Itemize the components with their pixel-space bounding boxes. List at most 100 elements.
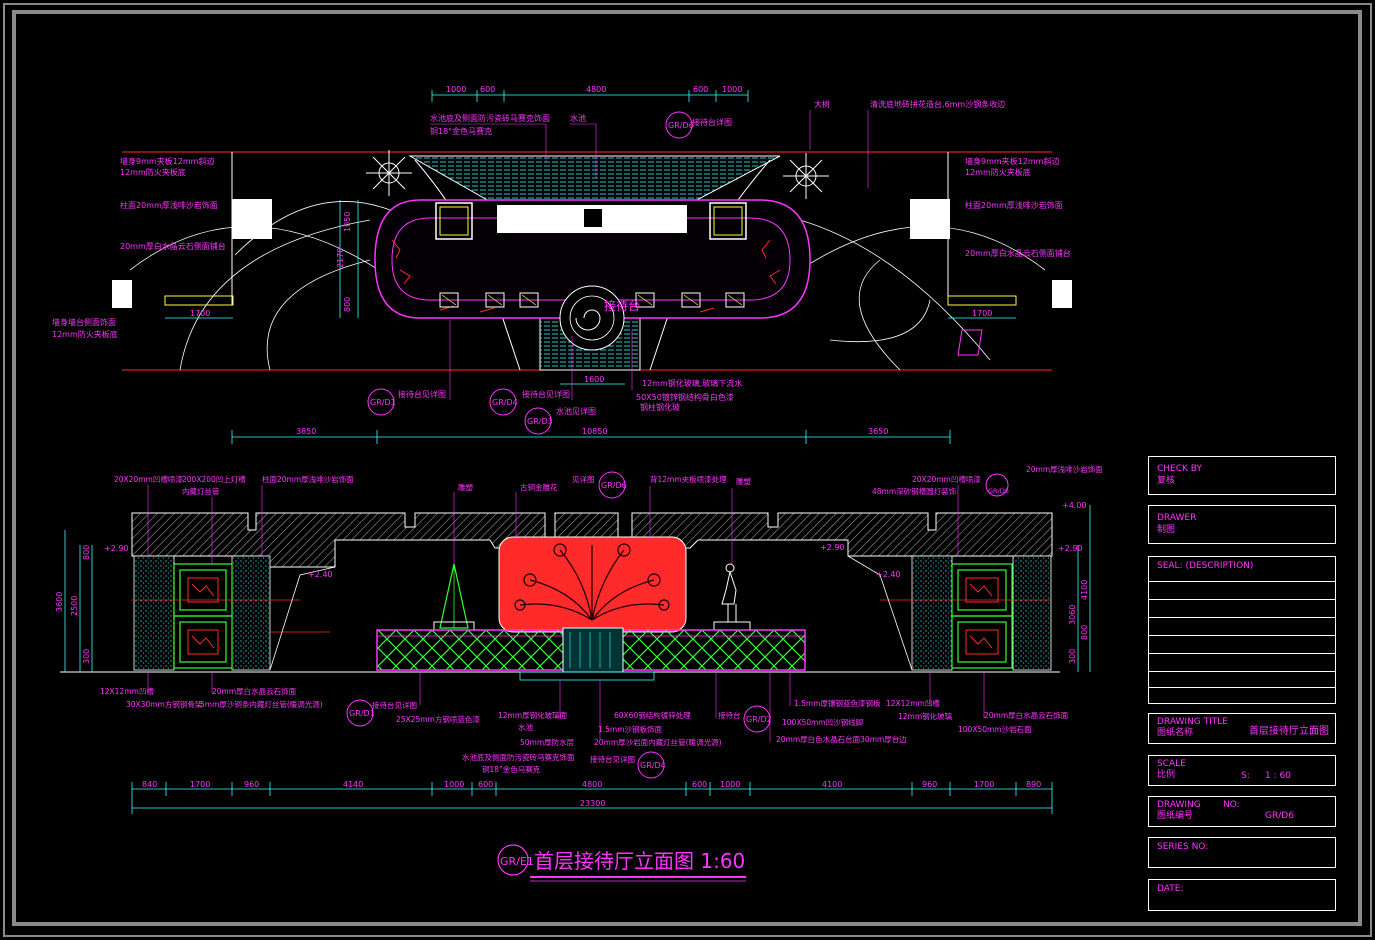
elev-note: 见详图: [572, 474, 595, 484]
drawing-title-label: DRAWING TITLE: [1157, 717, 1228, 727]
scale-label-cn: 比例: [1157, 770, 1176, 780]
elev-note: 1.5mm厚镶钢蓝色漆钢板: [794, 698, 881, 708]
drawer-label-cn: 制图: [1157, 525, 1176, 535]
plan-note: 12mm防火夹板底: [120, 167, 186, 177]
elev-level: +2.90: [820, 543, 845, 552]
elev-total-dim: 23300: [580, 799, 605, 808]
plan-vdim-3: 800: [343, 297, 352, 312]
elev-note: 50mm厚防水层: [520, 737, 575, 747]
elev-tag: GR/D2: [746, 715, 772, 724]
elev-note: 20X20mm凹槽喷漆: [114, 474, 183, 484]
elev-note: 水池: [518, 722, 533, 732]
date-box: DATE:: [1148, 879, 1336, 911]
scale-label: SCALE: [1157, 759, 1186, 769]
elev-note: 铜18°金色马赛克: [482, 764, 541, 774]
elev-bottom-dim: 600: [478, 780, 493, 789]
elev-hdim-right: 300: [1068, 649, 1077, 664]
elev-bottom-dim: 1700: [190, 780, 210, 789]
drawing-no-value: GR/D6: [1265, 811, 1294, 821]
elev-bottom-dim: 890: [1026, 780, 1041, 789]
tree-icon: [783, 153, 829, 199]
drawing-title-value: 首层接待厅立面图: [1249, 726, 1329, 737]
plan-bottom-dim-1: 3850: [296, 427, 316, 436]
elev-level: +4.00: [1062, 501, 1087, 510]
plan-note: 钢柱钢化玻: [640, 402, 680, 412]
plan-tag: GR/D6: [668, 121, 694, 130]
plan-note: 墙身9mm夹板12mm斜边: [120, 156, 214, 166]
seal-box: SEAL: (DESCRIPTION): [1148, 556, 1336, 704]
elev-note: 12X12mm凹槽: [100, 686, 154, 696]
elev-bottom-dim: 1000: [720, 780, 740, 789]
series-no-box: SERIES NO:: [1148, 837, 1336, 868]
elev-bottom-dim: 1000: [444, 780, 464, 789]
scale-box: SCALE 比例 S: 1 : 60: [1148, 755, 1336, 786]
plan-top-dim-5: 1000: [722, 85, 742, 94]
elev-note: 20mm厚沙岩面内藏灯丝管(暖调光源): [594, 737, 722, 747]
elev-note: 古铜金雕花: [520, 482, 558, 492]
plan-note: 水池底及侧面防污瓷砖马赛克饰面: [430, 113, 550, 123]
plan-note: 12mm防火夹板底: [52, 329, 118, 339]
plan-note: 水池见详图: [556, 406, 596, 416]
elev-level: +2.90: [104, 544, 129, 553]
drawer-box: DRAWER 制图: [1148, 505, 1336, 544]
outer-frame: [3, 3, 1372, 937]
elev-hdim-right: 3060: [1068, 605, 1077, 625]
plan-note: 20mm厚白水晶云石侧面铺台: [965, 248, 1071, 258]
plan-note: 大树: [814, 99, 830, 109]
elev-note: 内藏灯丝管: [182, 486, 220, 496]
plan-side-dim-left: 1700: [190, 309, 210, 318]
plan-note: 水池: [570, 113, 586, 123]
elev-note: 接待台见详图: [372, 700, 417, 710]
elev-bottom-dim: 960: [244, 780, 259, 789]
elev-note: 20mm厚白水晶云石饰面: [212, 686, 297, 696]
plan-side-dim-right: 1700: [972, 309, 992, 318]
elev-note: 背12mm夹板喷漆处理: [650, 474, 727, 484]
elev-tag: GR/D6: [601, 481, 627, 490]
elev-note: 12mm钢化玻璃: [898, 711, 953, 721]
elev-note: 20mm厚白色水晶石台面30mm厚台边: [776, 734, 907, 744]
plan-top-dim-2: 600: [480, 85, 495, 94]
elev-note: 100X50mm沙岩石面: [958, 724, 1032, 734]
plan-tag: GR/D4: [492, 398, 518, 407]
elev-note: 200X200凹上灯槽: [182, 474, 246, 484]
elev-note: 20mm厚浅啡沙岩饰面: [1026, 464, 1103, 474]
plan-bottom-dim-3: 3650: [868, 427, 888, 436]
plan-note: 清洗底地砖拼花造台,6mm沙钢条收边: [870, 99, 1005, 109]
seal-label: SEAL: (DESCRIPTION): [1157, 561, 1254, 571]
plan-tag: GR/D3: [527, 417, 553, 426]
elev-bottom-dim: 4800: [582, 780, 602, 789]
elev-note: 水池底及侧面防污瓷砖马赛克饰面: [462, 752, 575, 762]
plan-note: 铜18°金色马赛克: [430, 126, 492, 136]
date-label: DATE:: [1157, 884, 1184, 894]
plan-note: 接待台见详图: [522, 389, 570, 399]
elev-note: 雕塑: [458, 482, 473, 492]
plan-vdim-1: 1050: [343, 212, 352, 232]
plan-reception-label: 接待台: [604, 298, 640, 313]
elev-tag: GR/D1: [349, 709, 375, 718]
elev-note: 25X25mm方钢喷蓝色漆: [396, 714, 480, 724]
elev-note: 12X12mm凹槽: [886, 698, 940, 708]
elev-hdim-right: 800: [1080, 625, 1089, 640]
elev-note: 12mm厚钢化玻璃面: [498, 710, 568, 720]
plan-note: 墙身9mm夹板12mm斜边: [965, 156, 1059, 166]
plan-center-dim: 1600: [584, 375, 604, 384]
scale-value: 1 : 60: [1265, 771, 1291, 781]
drawing-no-box: DRAWING NO: 图纸编号 GR/D6: [1148, 796, 1336, 827]
drawer-label: DRAWER: [1157, 513, 1197, 523]
elev-hdim-left: 800: [82, 545, 91, 560]
drawing-no-label-2: NO:: [1223, 800, 1240, 810]
plan-note: 墙身墙台侧面饰面: [52, 317, 116, 327]
elev-note: 20X20mm凹槽喷漆: [912, 474, 981, 484]
plan-note: 柱面20mm厚浅啡沙岩饰面: [965, 200, 1063, 210]
elev-note: 30X30mm方钢钢骨架: [126, 699, 203, 709]
elev-tag: GR/D4: [640, 761, 666, 770]
elev-hdim-left: 3600: [55, 592, 64, 612]
plan-note: 12mm钢化玻璃,玻璃下流水: [642, 378, 742, 388]
drawing-title-label-cn: 图纸名称: [1157, 728, 1194, 738]
series-no-label: SERIES NO:: [1157, 842, 1209, 852]
elev-bottom-dim: 600: [692, 780, 707, 789]
plan-top-dim-3: 4800: [586, 85, 606, 94]
check-by-box: CHECK BY 复核: [1148, 456, 1336, 495]
plan-note: 12mm防火夹板底: [965, 167, 1031, 177]
